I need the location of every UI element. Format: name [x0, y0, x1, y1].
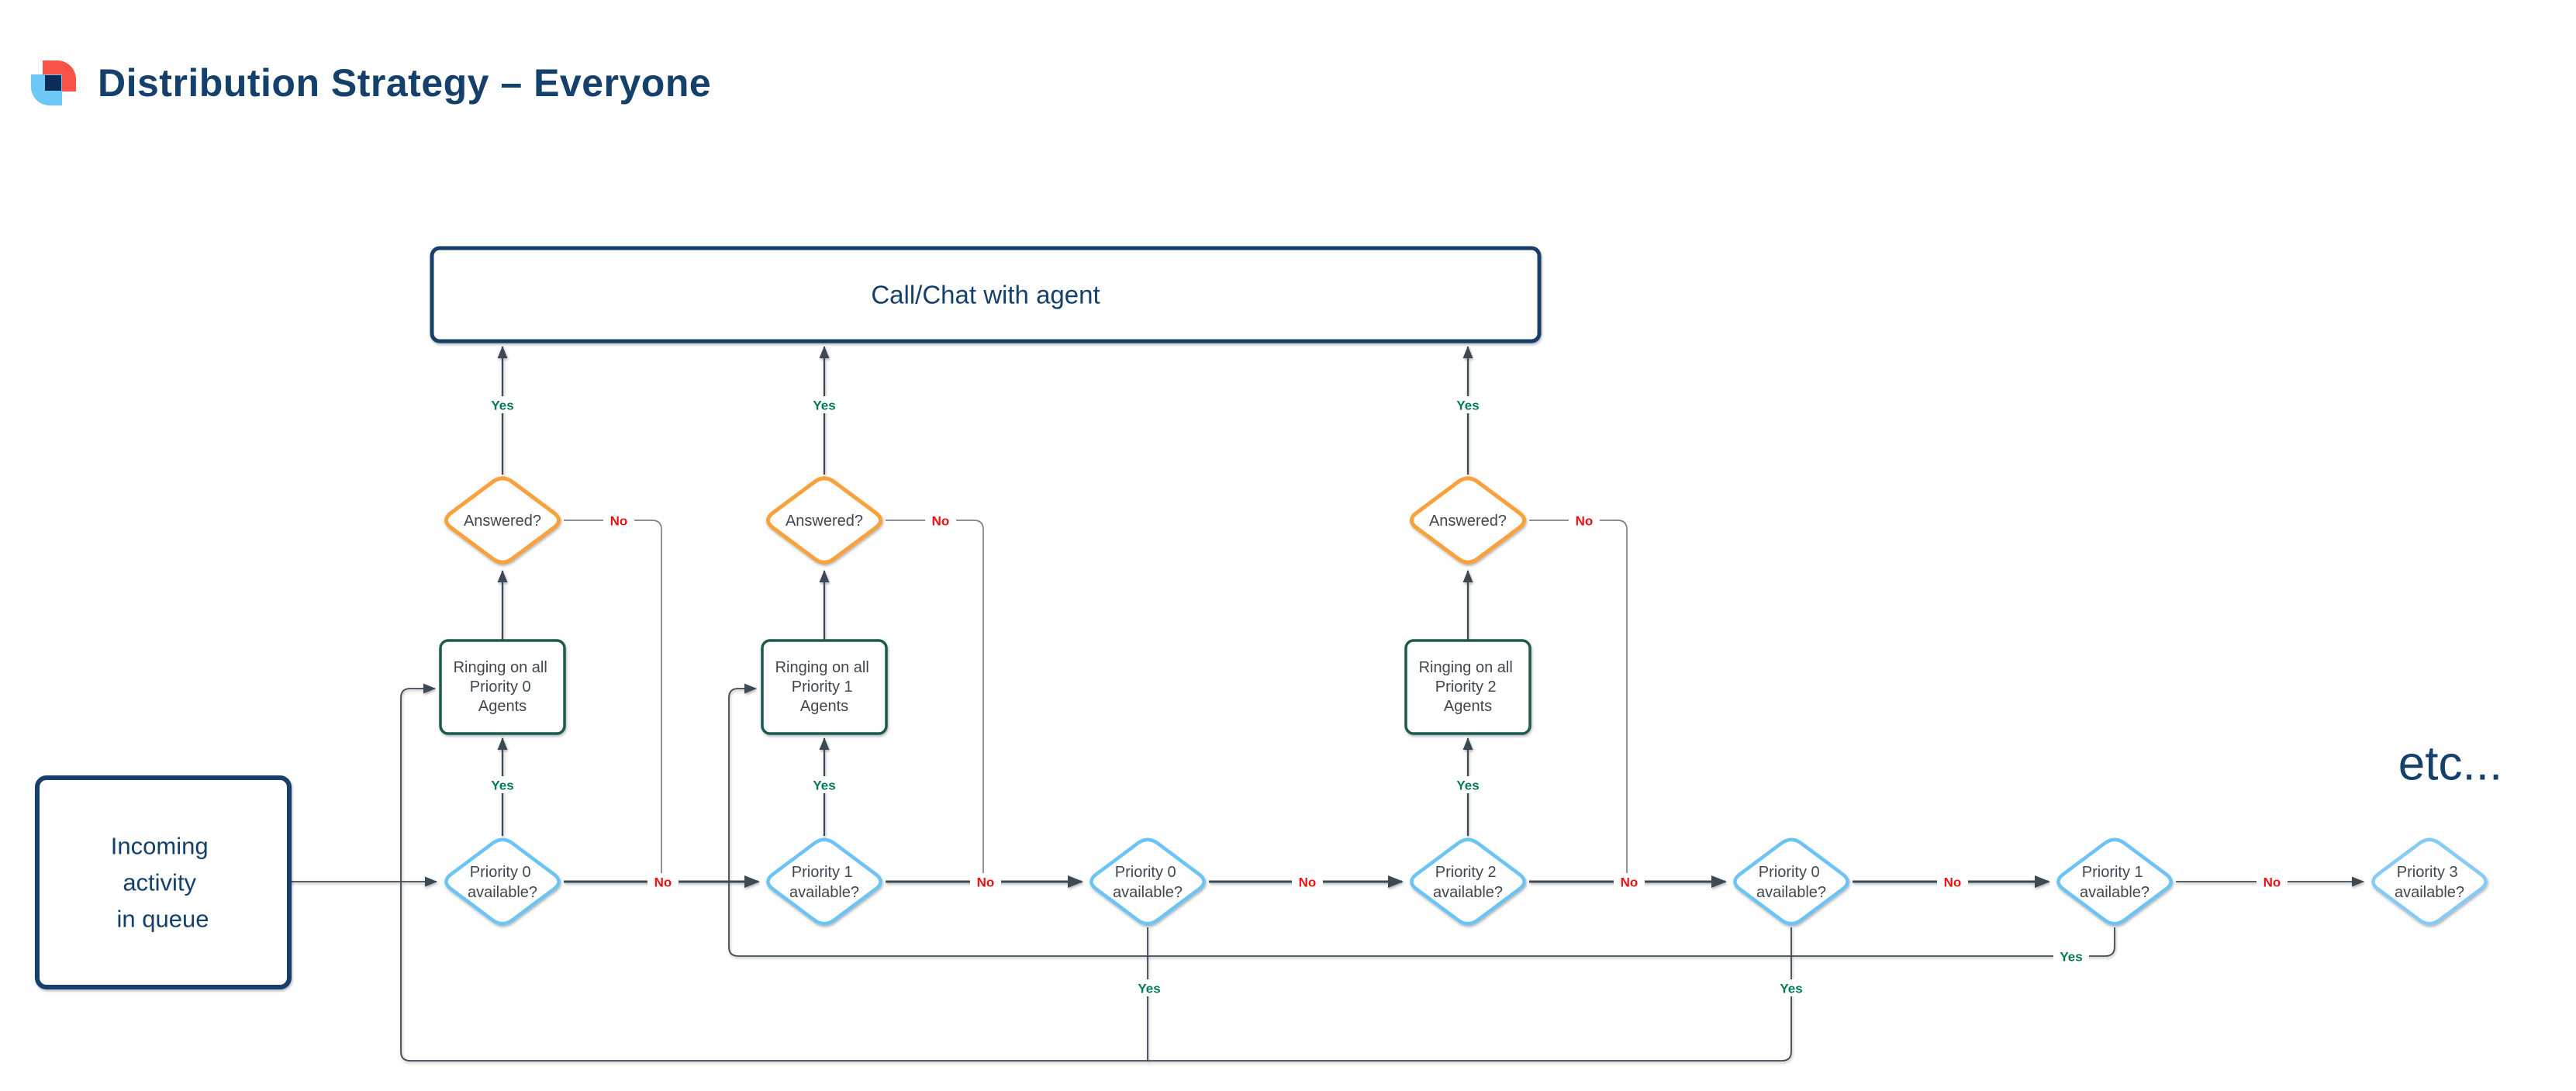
connector-answered-2-no: [886, 520, 984, 880]
decision-answered-2-label: Answered?: [786, 513, 863, 530]
edge-label-no-answered-2: No: [932, 514, 950, 529]
process-ringing-2-label: Ringing on all Priority 1 Agents: [775, 654, 874, 715]
connector-loop-to-ring1: [400, 683, 1792, 1062]
start-node-incoming-activity: [35, 775, 292, 989]
decision-priority-1-available-2: [2058, 840, 2170, 924]
edge-label-no-answered-3: No: [1576, 514, 1594, 529]
label-bg: [1452, 776, 1484, 793]
label-bg: [2257, 873, 2288, 890]
edge-label-yes-priority-5-down: Yes: [1780, 982, 1802, 996]
label-bg: [808, 396, 841, 413]
label-bg: [2053, 948, 2089, 965]
edge-label-no-chain-3: No: [1299, 875, 1317, 890]
label-bg: [1776, 979, 1807, 996]
edge-label-no-chain-6: No: [2263, 875, 2281, 890]
connector-answered-3-no: [1529, 520, 1628, 880]
process-ringing-3-label: Ringing on all Priority 2 Agents: [1419, 654, 1518, 715]
etc-annotation: etc...: [2398, 737, 2502, 791]
label-bg: [603, 512, 634, 529]
label-bg: [486, 776, 519, 793]
edge-labels: Yes Yes Yes Yes Yes Yes Yes Yes Yes No N…: [486, 396, 2288, 996]
decision-priority-2-available-1: [1411, 840, 1524, 924]
decision-priority-7-label: Priority 3 available?: [2395, 859, 2464, 901]
label-bg: [1569, 512, 1600, 529]
page-title: Distribution Strategy – Everyone: [98, 61, 712, 105]
decision-priority-3-label: Priority 0 available?: [1113, 859, 1183, 901]
connector-answered-1-no: [564, 520, 662, 880]
decision-answered-1-label: Answered?: [464, 513, 541, 530]
process-ringing-priority-0: [439, 639, 566, 735]
decision-priority-1-available-1: [768, 840, 880, 924]
label-bg: [1937, 873, 1968, 890]
edge-label-no-chain-4: No: [1621, 875, 1638, 890]
logo-navy-shape: [45, 75, 61, 91]
edge-label-no-answered-1: No: [610, 514, 628, 529]
label-bg: [486, 396, 519, 413]
label-bg: [1614, 873, 1645, 890]
terminator-label: Call/Chat with agent: [871, 281, 1100, 309]
edge-label-yes-priority-1: Yes: [491, 779, 513, 793]
connector-loop-to-ring2: [728, 683, 2115, 957]
label-bg: [925, 512, 956, 529]
process-ringing-priority-1: [761, 639, 888, 735]
terminator-call-chat: [430, 246, 1542, 344]
label-bg: [1134, 979, 1165, 996]
decision-priority-3-available: [2373, 840, 2485, 924]
edge-label-yes-answered-3: Yes: [1456, 399, 1479, 413]
decision-priority-6-label: Priority 1 available?: [2080, 859, 2150, 901]
decision-priority-0-available-3: [1735, 840, 1847, 924]
process-ringing-priority-2: [1404, 639, 1531, 735]
node-shapes: [35, 246, 2486, 989]
edge-label-yes-priority-6-down: Yes: [2060, 950, 2082, 965]
process-ringing-1-label: Ringing on all Priority 0 Agents: [454, 654, 552, 715]
edge-label-yes-priority-3-down: Yes: [1138, 982, 1160, 996]
decision-answered-3-label: Answered?: [1429, 513, 1507, 530]
decision-priority-0-available-1: [446, 840, 558, 924]
label-bg: [970, 873, 1001, 890]
edge-label-no-chain-2: No: [977, 875, 995, 890]
edge-label-yes-priority-2: Yes: [813, 779, 835, 793]
label-bg: [1452, 396, 1484, 413]
edge-label-no-chain-1: No: [654, 875, 672, 890]
start-node-label: Incoming activity in queue: [111, 824, 215, 933]
label-bg: [1292, 873, 1323, 890]
diagram-logo-icon: [31, 60, 76, 105]
label-bg: [808, 776, 841, 793]
edge-label-yes-answered-2: Yes: [813, 399, 835, 413]
edge-label-yes-answered-1: Yes: [491, 399, 513, 413]
decision-priority-4-label: Priority 2 available?: [1433, 859, 1503, 901]
decision-priority-5-label: Priority 0 available?: [1756, 859, 1826, 901]
connector-group-main: [289, 346, 2364, 1062]
label-bg: [647, 873, 679, 890]
decision-priority-0-available-2: [1091, 840, 1203, 924]
edge-label-no-chain-5: No: [1944, 875, 1962, 890]
node-labels: Call/Chat with agent Incoming activity i…: [111, 281, 2502, 933]
header: Distribution Strategy – Everyone: [31, 60, 711, 105]
decision-priority-1-label: Priority 0 available?: [468, 859, 537, 901]
connector-group-answered-no: [564, 520, 1628, 880]
decision-priority-2-label: Priority 1 available?: [789, 859, 859, 901]
edge-label-yes-priority-4: Yes: [1456, 779, 1479, 793]
